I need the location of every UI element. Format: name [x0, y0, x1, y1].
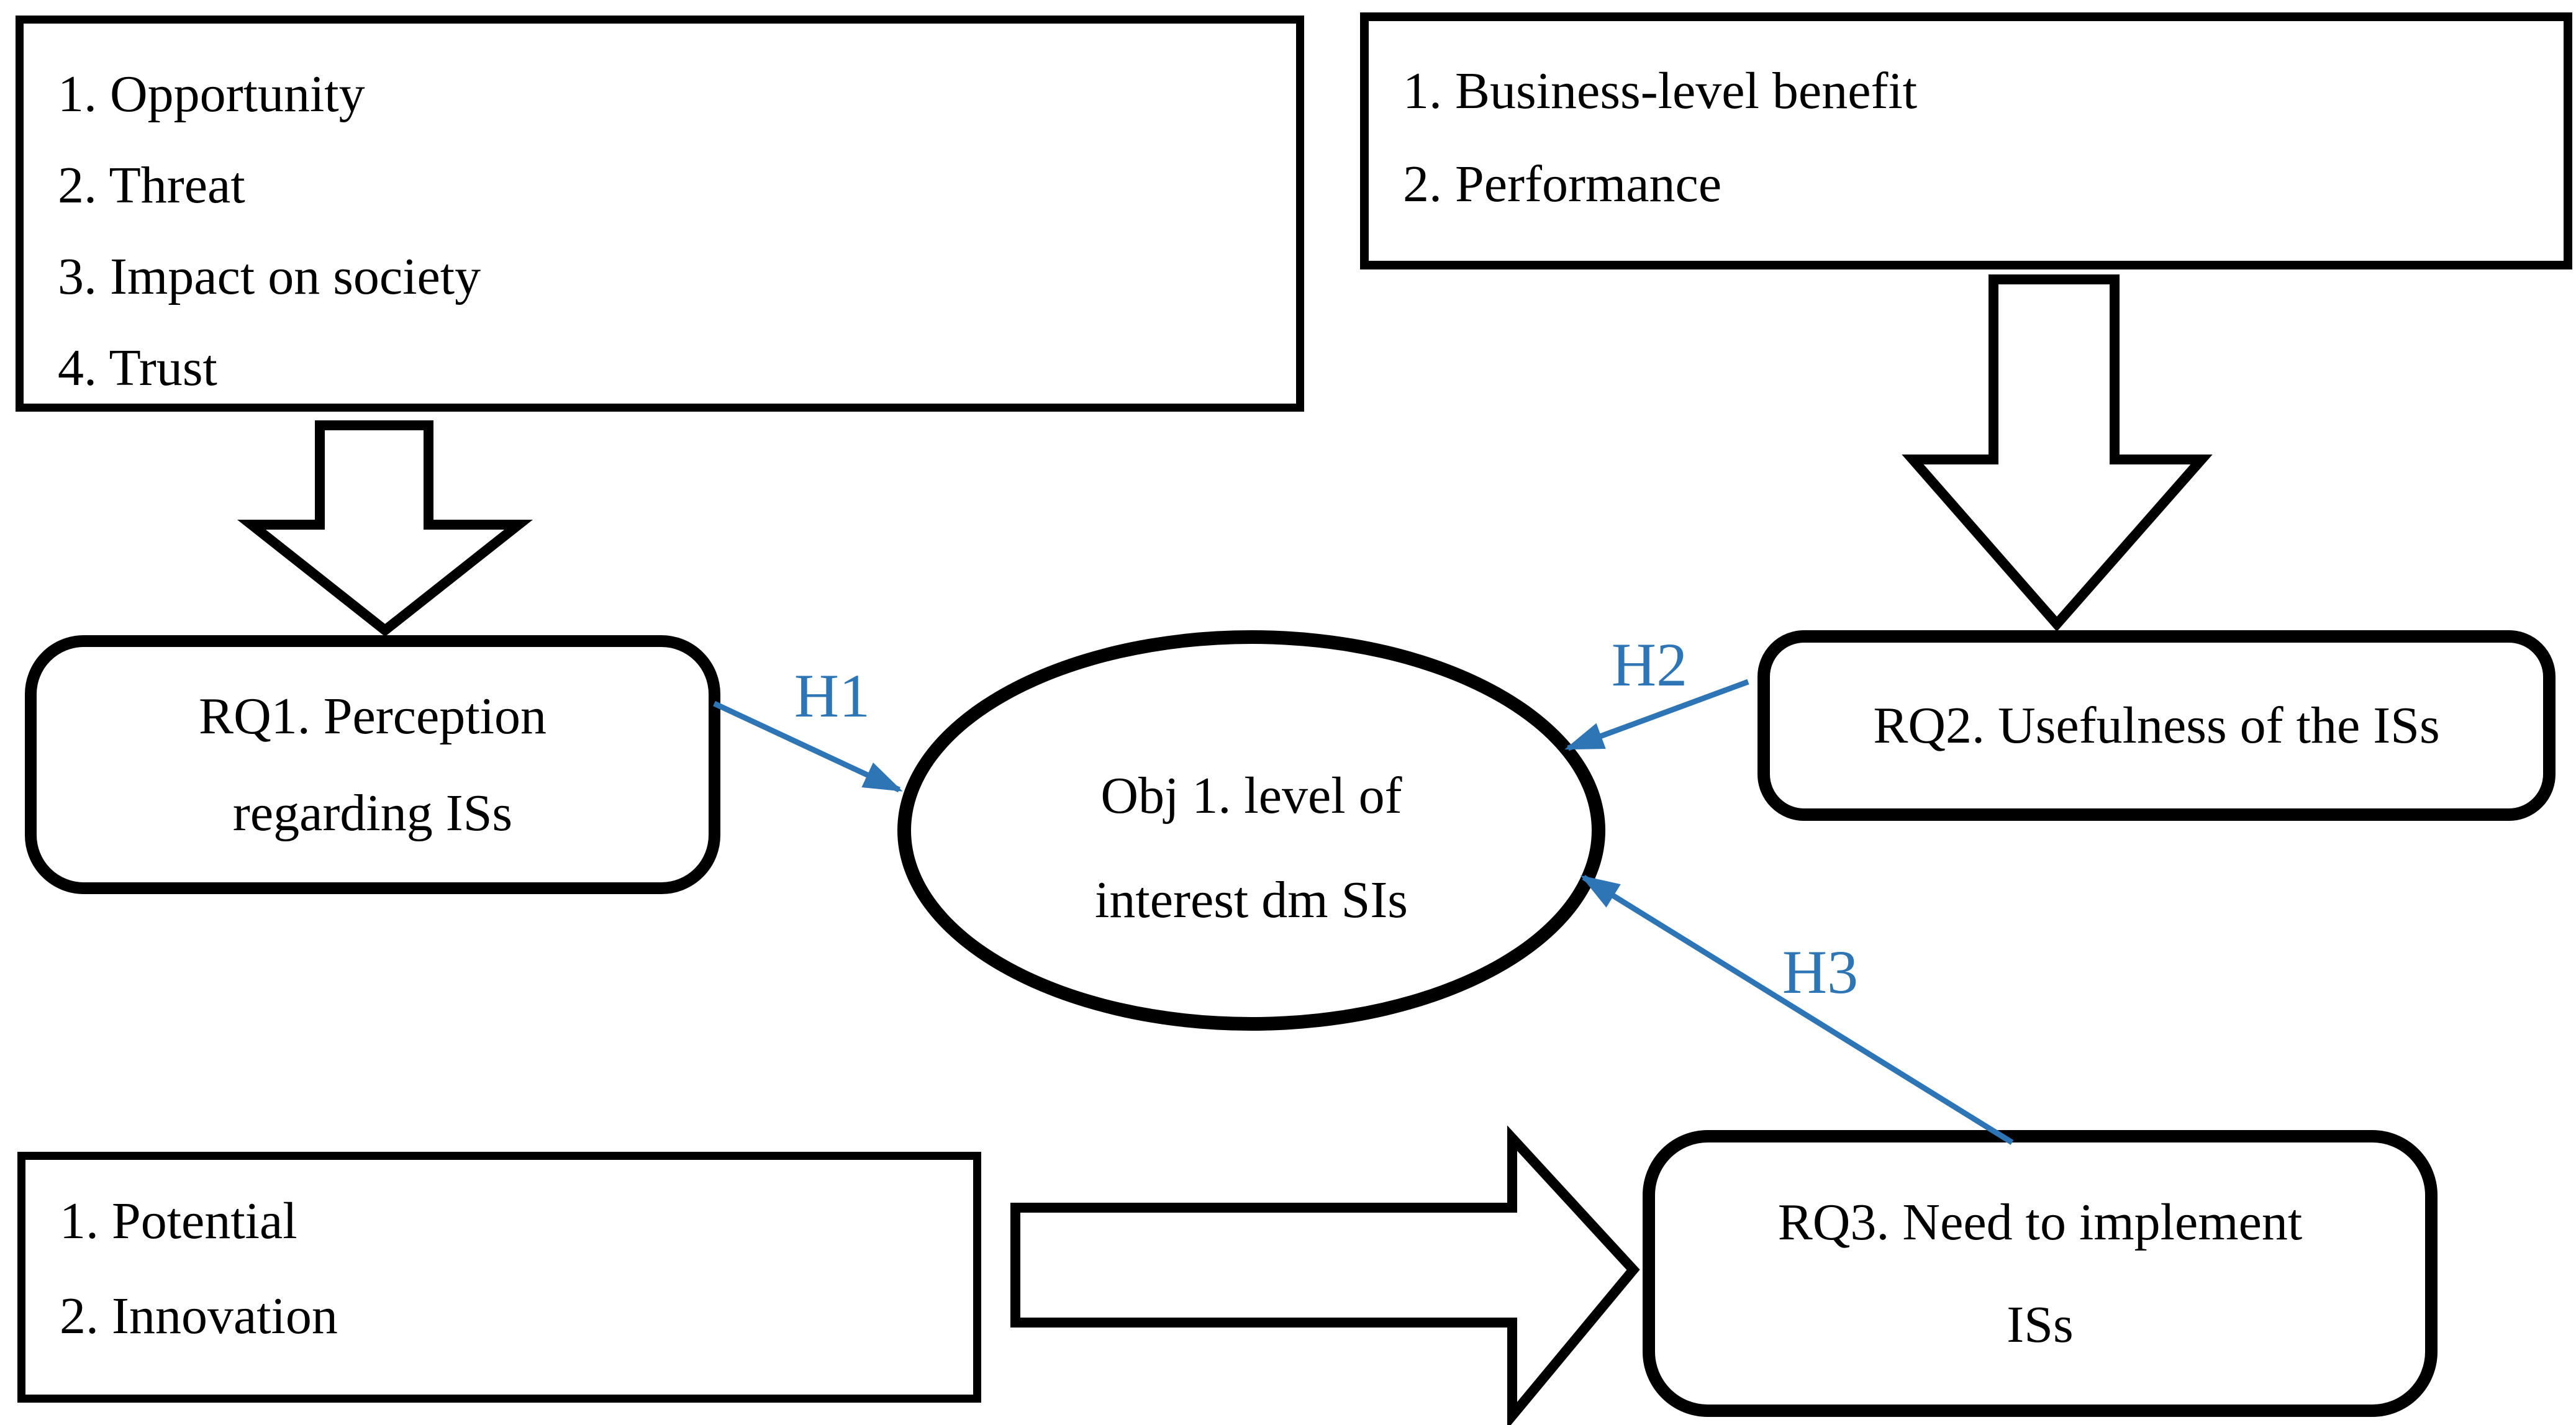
factor-item: 1. Potential: [60, 1192, 297, 1250]
factor-item: 1. Opportunity: [58, 65, 365, 123]
rq2-node: RQ2. Usefulness of the ISs: [1757, 630, 2556, 821]
h2-label: H2: [1611, 630, 1688, 699]
objective-label-line1: Obj 1. level of: [1100, 766, 1402, 825]
factor-item: 2. Threat: [58, 156, 245, 214]
usefulness-factors-box: 1. Business-level benefit 2. Performance: [1360, 12, 2572, 269]
h3-arrow: [1580, 875, 2014, 1145]
factor-item: 1. Business-level benefit: [1403, 62, 1918, 120]
rq1-node: RQ1. Perception regarding ISs: [25, 635, 720, 894]
factor-item: 4. Trust: [58, 339, 217, 397]
objective-label-line2: interest dm SIs: [1095, 871, 1408, 929]
rq2-label: RQ2. Usefulness of the ISs: [1873, 696, 2440, 754]
need-factors-box: 1. Potential 2. Innovation: [17, 1152, 981, 1403]
h3-label: H3: [1782, 938, 1859, 1007]
rq3-node: RQ3. Need to implement ISs: [1643, 1130, 2438, 1417]
rq3-label-line2: ISs: [2007, 1296, 2074, 1354]
rq3-label-line1: RQ3. Need to implement: [1777, 1193, 2303, 1251]
rq1-label-line1: RQ1. Perception: [199, 687, 546, 745]
block-arrow-down-right: [1902, 274, 2213, 632]
block-arrow-down-left: [237, 420, 533, 637]
h1-label: H1: [794, 661, 871, 730]
objective-ellipse: Obj 1. level of interest dm SIs: [897, 630, 1605, 1031]
factor-item: 2. Innovation: [60, 1287, 338, 1345]
rq1-label-line2: regarding ISs: [232, 784, 513, 842]
perception-factors-box: 1. Opportunity 2. Threat 3. Impact on so…: [16, 16, 1304, 412]
factor-item: 2. Performance: [1403, 155, 1722, 213]
block-arrow-right: [1010, 1125, 1640, 1425]
factor-item: 3. Impact on society: [58, 248, 481, 305]
